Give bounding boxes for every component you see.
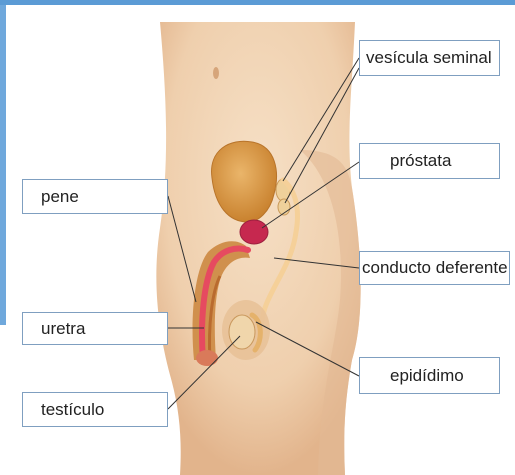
label-text: uretra: [23, 319, 85, 339]
label-epididimo: epidídimo: [359, 357, 500, 394]
label-text: epidídimo: [360, 366, 464, 386]
prostate: [240, 220, 268, 244]
label-text: testículo: [23, 400, 104, 420]
label-text: vesícula seminal: [360, 48, 492, 68]
label-text: conducto deferente: [360, 258, 508, 278]
label-pene: pene: [22, 179, 168, 214]
label-text: próstata: [360, 151, 451, 171]
label-prostata: próstata: [359, 143, 500, 179]
label-uretra: uretra: [22, 312, 168, 345]
navel: [213, 67, 219, 79]
glans: [196, 350, 218, 366]
label-vesicula-seminal: vesícula seminal: [359, 40, 500, 76]
label-conducto-deferente: conducto deferente: [359, 251, 510, 285]
label-testiculo: testículo: [22, 392, 168, 427]
label-text: pene: [23, 187, 79, 207]
